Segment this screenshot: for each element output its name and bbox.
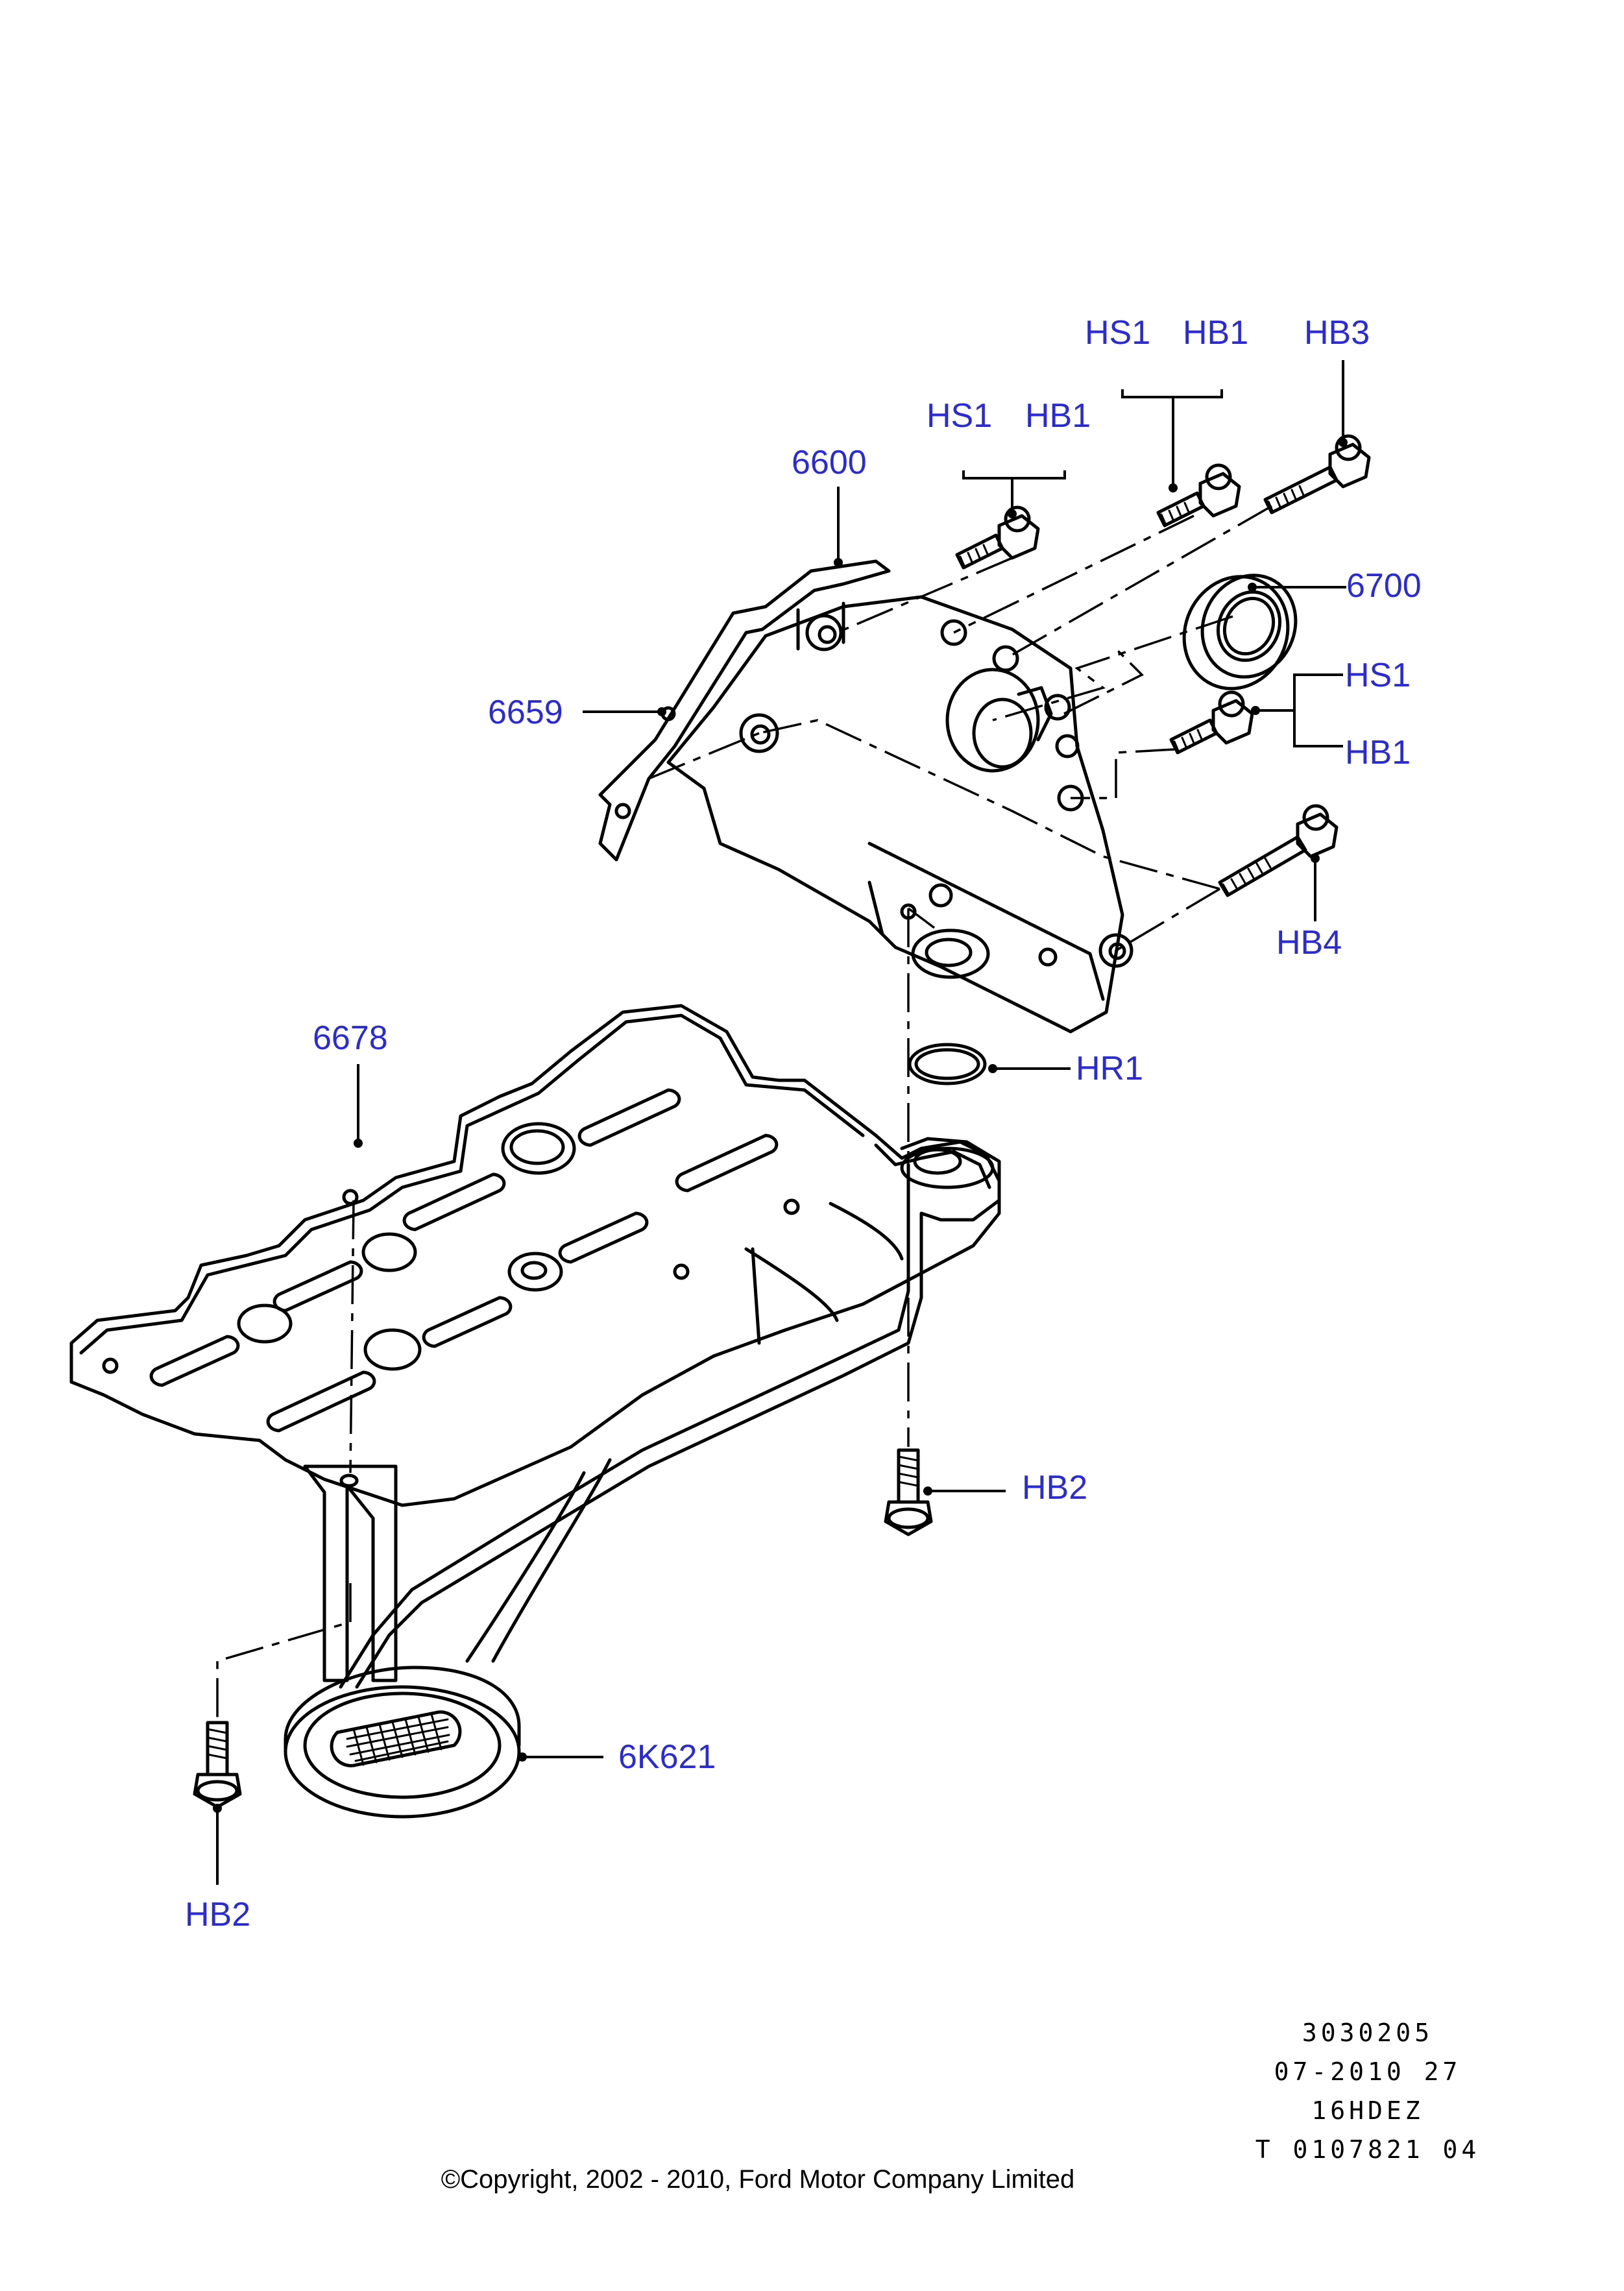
callout-hs1-right: HS1 (1345, 657, 1411, 694)
bolt-hb3 (1263, 434, 1371, 515)
baffle-plate (69, 1004, 1001, 1507)
callout-hb2-left: HB2 (185, 1896, 250, 1933)
oil-pump-housing (666, 595, 1133, 1034)
bolt-hb2-right (884, 1448, 933, 1536)
callout-hb1-mid: HB1 (1025, 397, 1091, 435)
callout-hb3: HB3 (1304, 314, 1370, 352)
callout-6k621: 6K621 (618, 1738, 716, 1776)
assembly-lines (216, 505, 1272, 1719)
bolt-hs1-hb1-right (1169, 690, 1254, 755)
callout-hs1-mid: HS1 (927, 397, 992, 435)
callout-hb1-right: HB1 (1345, 734, 1411, 771)
bolt-hs1-hb1-top (1156, 463, 1241, 527)
bolt-hb4 (1218, 804, 1339, 897)
callout-hs1-top: HS1 (1085, 314, 1150, 352)
callout-hb4: HB4 (1276, 924, 1342, 962)
reference-line-4: T 0107821 04 (1255, 2135, 1481, 2164)
callout-6659: 6659 (488, 694, 563, 731)
callout-6678: 6678 (313, 1019, 388, 1057)
reference-block: 3030205 07-2010 27 16HDEZ T 0107821 04 (1255, 2018, 1481, 2164)
oil-pickup-tube-strainer (284, 1137, 1001, 1819)
callout-labels: HS1 HB1 HB3 HS1 HB1 6600 6700 HS1 HB1 66… (185, 314, 1422, 1933)
bolt-hs1-hb1-mid (955, 505, 1040, 570)
reference-line-1: 3030205 (1302, 2018, 1433, 2047)
copyright-notice: ©Copyright, 2002 - 2010, Ford Motor Comp… (441, 2165, 1075, 2194)
reference-line-2: 07-2010 27 (1274, 2057, 1462, 2086)
oil-pump-gasket (598, 559, 891, 862)
callout-hr1: HR1 (1076, 1050, 1143, 1087)
bolt-hb2-left (193, 1721, 242, 1809)
crankshaft-oil-seal (1182, 574, 1298, 690)
callout-6700: 6700 (1346, 567, 1422, 605)
reference-line-3: 16HDEZ (1311, 2096, 1424, 2125)
callout-6600: 6600 (792, 444, 867, 481)
o-ring (908, 1043, 987, 1085)
leader-lines (213, 360, 1348, 1885)
callout-hb2-right: HB2 (1022, 1469, 1087, 1507)
callout-hb1-top: HB1 (1183, 314, 1248, 352)
